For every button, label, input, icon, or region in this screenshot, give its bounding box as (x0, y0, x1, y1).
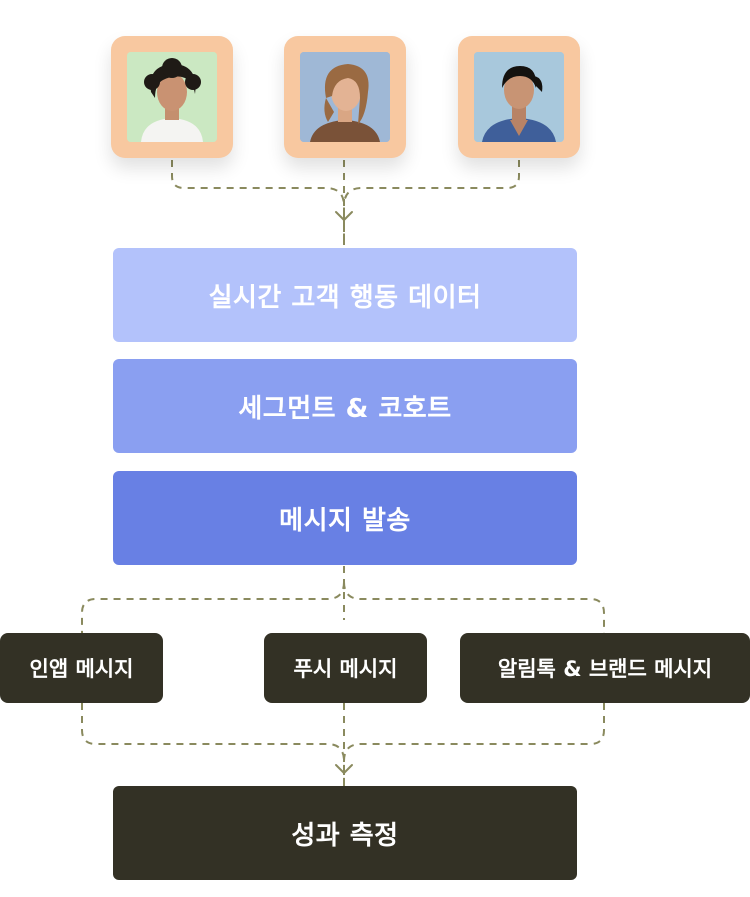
channel-push-message: 푸시 메시지 (264, 633, 427, 703)
person-icon (127, 52, 217, 142)
stage-realtime-customer-data: 실시간 고객 행동 데이터 (113, 248, 577, 342)
stage-segment-cohort: 세그먼트 & 코호트 (113, 359, 577, 453)
person-icon (474, 52, 564, 142)
channel-kakao-brand-message-label: 알림톡 & 브랜드 메시지 (497, 657, 713, 681)
channel-in-app-message-label: 인앱 메시지 (29, 657, 134, 681)
channel-in-app-message: 인앱 메시지 (0, 633, 163, 703)
customer-card-2 (284, 36, 406, 158)
stage-send-message-label: 메시지 발송 (279, 505, 411, 536)
person-icon (300, 52, 390, 142)
channel-kakao-brand-message: 알림톡 & 브랜드 메시지 (460, 633, 750, 703)
stage-performance-measurement-label: 성과 측정 (291, 820, 399, 851)
customer-card-3 (458, 36, 580, 158)
stage-realtime-customer-data-label: 실시간 고객 행동 데이터 (208, 282, 482, 313)
customer-avatar-3 (474, 52, 564, 142)
stage-performance-measurement: 성과 측정 (113, 786, 577, 880)
customer-avatar-2 (300, 52, 390, 142)
customer-avatar-1 (127, 52, 217, 142)
customer-card-1 (111, 36, 233, 158)
channel-push-message-label: 푸시 메시지 (293, 657, 398, 681)
stage-send-message: 메시지 발송 (113, 471, 577, 565)
stage-segment-cohort-label: 세그먼트 & 코호트 (238, 393, 452, 424)
